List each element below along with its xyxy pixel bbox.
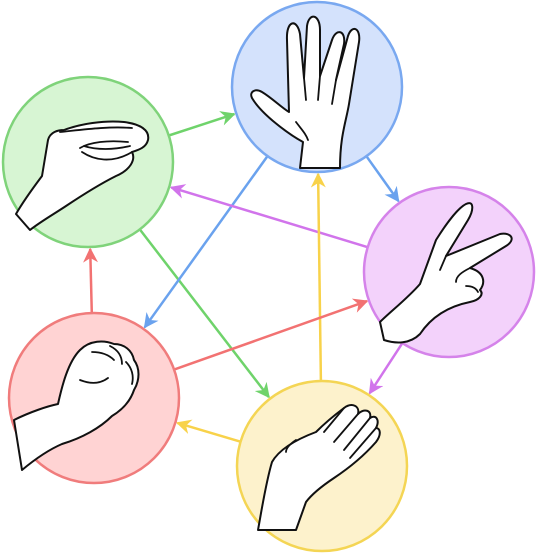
arrow-paper-to-rock <box>175 419 241 443</box>
arrow-lizard-to-spock <box>168 111 236 137</box>
node-rock <box>7 311 181 485</box>
node-scissors <box>362 185 536 359</box>
spock-hand-icon <box>250 15 361 169</box>
arrow-paper-to-spock <box>310 172 326 382</box>
arrow-spock-to-rock <box>143 155 269 329</box>
arrow-rock-to-scissors <box>173 298 369 371</box>
arrow-scissors-to-paper <box>368 342 404 395</box>
arrow-rock-to-lizard <box>83 247 99 314</box>
rock-hand-icon <box>13 340 140 471</box>
arrow-lizard-to-paper <box>138 228 270 399</box>
node-spock <box>230 0 404 174</box>
scissors-hand-icon <box>379 202 513 344</box>
node-paper <box>235 379 409 553</box>
edges-layer <box>83 111 404 443</box>
lizard-hand-icon <box>15 120 150 231</box>
paper-hand-icon <box>257 404 381 531</box>
arrow-scissors-to-lizard <box>169 184 369 249</box>
node-lizard <box>1 75 175 249</box>
arrow-spock-to-scissors <box>365 155 400 203</box>
